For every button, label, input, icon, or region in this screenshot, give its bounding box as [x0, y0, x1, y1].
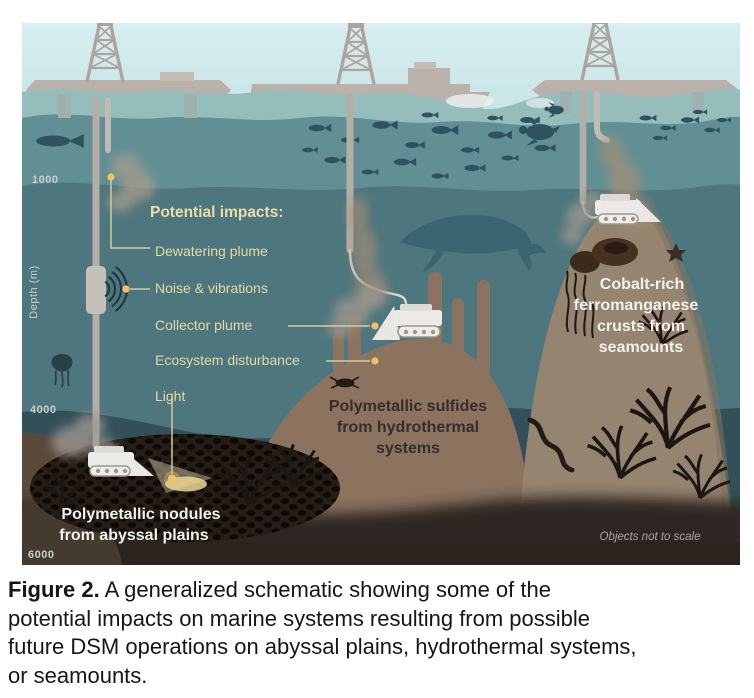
vent-crab	[329, 376, 360, 389]
platform-leg	[58, 94, 71, 118]
starfish	[666, 243, 686, 262]
caption-figure-number: Figure 2.	[8, 577, 100, 602]
scale-note: Objects not to scale	[600, 531, 701, 543]
collector-vehicle-middle	[372, 304, 442, 340]
sulfides-label-line1: Polymetallic sulfides	[329, 398, 487, 415]
callout-line-dewatering	[110, 178, 150, 249]
impacts-legend: Potential impacts: Dewatering plume Nois…	[150, 204, 300, 404]
deep-jellyfish	[51, 354, 73, 388]
impact-dewatering-plume: Dewatering plume	[155, 243, 268, 259]
corner-rocks	[22, 501, 122, 565]
marine-fauna	[36, 102, 731, 388]
depth-tick-1000: 1000	[32, 174, 58, 186]
sea-turtles	[519, 102, 564, 146]
eel	[527, 417, 575, 473]
figure-image: 1000 4000 6000 Depth (m) Potential impac…	[22, 23, 740, 565]
impact-ecosystem-disturbance: Ecosystem disturbance	[155, 352, 300, 368]
callout-dots	[107, 173, 379, 487]
seaweed	[565, 270, 595, 339]
caption-line: Figure 2. A generalized schematic showin…	[8, 576, 750, 605]
nodules-label-line2: from abyssal plains	[59, 527, 208, 544]
depth-tick-4000: 4000	[30, 404, 56, 416]
depth-axis-label: Depth (m)	[28, 265, 40, 318]
discharge-pipe-right	[594, 91, 610, 143]
sulfides-label-line2: from hydrothermal	[337, 419, 479, 436]
crusts-label-line4: seamounts	[599, 339, 684, 356]
dsm-schematic: 1000 4000 6000 Depth (m) Potential impac…	[22, 23, 740, 565]
crusts-label-line1: Cobalt-rich	[600, 276, 684, 293]
impact-noise-vibrations: Noise & vibrations	[155, 280, 268, 296]
platform-leg	[184, 94, 197, 118]
collector-vehicle-left	[88, 446, 154, 477]
crusts-label-line3: crusts from	[597, 318, 685, 335]
site-labels: Polymetallic nodules from abyssal plains…	[59, 276, 698, 544]
riser-pipes	[86, 90, 610, 462]
caption-line: or seamounts.	[8, 662, 148, 688]
depth-tick-6000: 6000	[28, 549, 54, 561]
impact-light: Light	[155, 388, 185, 404]
wave-splash	[446, 94, 494, 108]
caption-line: future DSM operations on abyssal plains,…	[8, 634, 637, 659]
crust-deposits	[570, 238, 638, 273]
dewatering-plume-left	[108, 154, 155, 212]
collector-plume-middle	[328, 285, 386, 337]
depth-axis: 1000 4000 6000 Depth (m)	[28, 174, 58, 561]
whale	[400, 214, 546, 273]
wave-splash	[526, 98, 554, 108]
crusts-label-line2: ferromanganese	[574, 297, 699, 314]
collector-plume-right	[561, 191, 603, 245]
platform-leg	[692, 92, 704, 114]
nodules-label-line1: Polymetallic nodules	[61, 506, 220, 523]
callout-lines	[110, 178, 370, 474]
caption-line: potential impacts on marine systems resu…	[8, 605, 591, 631]
booster-pump	[86, 266, 106, 314]
caption-text: A generalized schematic showing some of …	[104, 577, 551, 602]
sulfides-label-line3: systems	[376, 440, 440, 457]
figure-caption: Figure 2. A generalized schematic showin…	[8, 576, 750, 690]
impact-collector-plume: Collector plume	[155, 317, 252, 333]
collector-vehicle-right	[595, 194, 661, 225]
impacts-title: Potential impacts:	[150, 204, 284, 221]
